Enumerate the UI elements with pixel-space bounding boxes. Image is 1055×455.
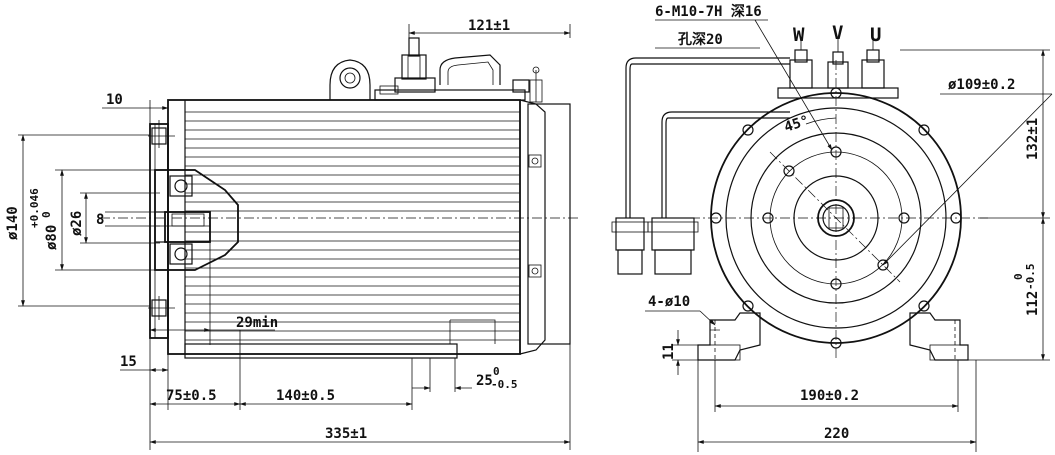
dim-foot-thickness: 11 [661,343,677,360]
dim-spigot-tol-lower: 0 [40,211,53,218]
front-view: 6-M10-7H 深16 孔深20 W V U ø109±0.2 45° 132… [611,3,1053,452]
dim-flange-dia: ø140 [5,206,21,240]
phase-v: V [832,22,843,44]
motor-base [697,312,969,361]
dim-center-height: 112 [1025,291,1041,316]
dim-foot-hole-spacing: 190±0.2 [800,388,859,404]
dim-spigot-dia: ø80 [44,225,60,250]
dim-overall-length: 335±1 [325,426,367,442]
dim-flange-thickness: 15 [120,354,137,370]
dim-key-width: 8 [96,212,104,228]
dim-recess-tol-lower: -0.5 [491,378,518,391]
dim-recess: 25 [476,373,493,389]
thread-note-1: 6-M10-7H 深16 [655,3,762,20]
front-dimensions: 6-M10-7H 深16 孔深20 W V U ø109±0.2 45° 132… [645,3,1053,452]
side-view: 121±1 10 ø140 ø80 +0.046 0 ø26 [5,18,580,450]
terminal-box [329,37,543,103]
motor-housing [167,99,571,359]
cooling-fins [185,111,520,341]
dim-foot-spacing: 140±0.5 [276,388,335,404]
dim-center-tol-lower: -0.5 [1024,264,1037,291]
end-face [690,60,990,360]
side-dimensions: 121±1 10 ø140 ø80 +0.046 0 ø26 [5,18,571,450]
front-terminals [777,38,899,99]
dim-base-width: 220 [824,426,849,442]
dim-spigot-tol-upper: +0.046 [28,188,41,228]
dim-center-tol-upper: 0 [1012,273,1025,280]
signal-cables [611,57,790,275]
dim-shaft-length: 29min [236,315,278,331]
dim-recess-tol-upper: 0 [493,365,500,378]
dim-height-top: 132±1 [1025,118,1041,160]
dim-terminal-box: 121±1 [468,18,510,34]
front-flange [100,120,580,339]
dim-bolt-circle: ø109±0.2 [948,77,1015,93]
dim-mount-holes: 4-ø10 [648,294,690,310]
thread-note-2: 孔深20 [678,31,723,48]
dim-flange-offset: 10 [106,92,123,108]
phase-w: W [793,24,805,46]
dim-shaft-dia: ø26 [69,211,85,236]
angle-45: 45° [782,113,811,136]
dim-flange-front: 75±0.5 [166,388,217,404]
phase-u: U [870,24,881,46]
